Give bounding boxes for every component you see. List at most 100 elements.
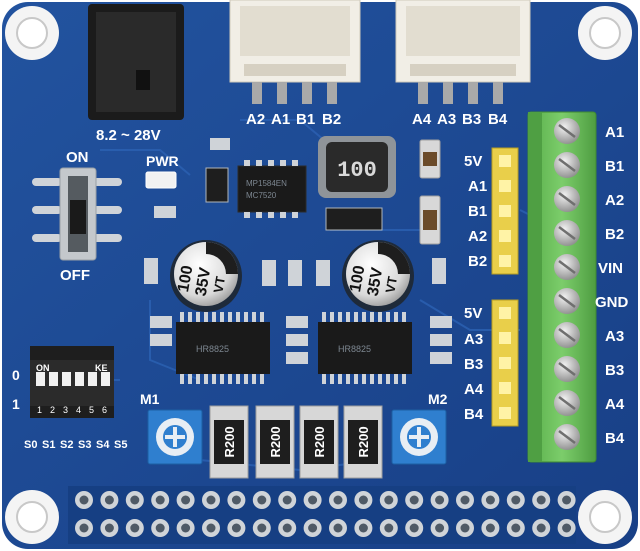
sense-resistor-1: R200 xyxy=(209,405,249,479)
terminal-label-b1: B1 xyxy=(605,158,624,175)
smd-resistor-row xyxy=(144,258,452,364)
gpio-hole xyxy=(333,523,343,533)
pin-label-b2-top: B2 xyxy=(322,111,341,128)
smd-diode xyxy=(205,167,229,203)
mounting-hole-bottom-right xyxy=(578,490,632,544)
gpio-hole xyxy=(231,495,241,505)
terminal-label-a4: A4 xyxy=(605,396,625,413)
cap-left-code: VT xyxy=(210,275,228,294)
gpio-hole xyxy=(130,495,140,505)
dip-switch: ON KE 1 2 3 4 5 6 xyxy=(30,346,114,418)
pin-label-a2-top: A2 xyxy=(246,111,265,128)
dip-switch-levers xyxy=(36,372,110,386)
driver-left-marking: HR8825 xyxy=(196,344,229,354)
gpio-hole xyxy=(130,523,140,533)
cap-right-voltage: 35V xyxy=(365,266,387,297)
header-m2-label-a3: A3 xyxy=(464,331,483,348)
gpio-hole xyxy=(562,495,572,505)
header-m1-labels: 5V A1 B1 A2 B2 xyxy=(464,153,487,270)
pin-header-m2 xyxy=(491,299,519,427)
dip-position-0-label: 0 xyxy=(12,367,20,383)
motor-connector-left-pin-labels: A2 A1 B1 B2 xyxy=(246,111,341,128)
dip-name-s4: S4 xyxy=(96,439,110,451)
inductor-marking: 100 xyxy=(337,158,377,183)
dip-name-s2: S2 xyxy=(60,439,73,451)
electrolytic-capacitor-left: 100 35V VT xyxy=(170,240,242,312)
gpio-hole xyxy=(384,523,394,533)
sense-resistor-4-label: R200 xyxy=(356,426,371,457)
gpio-hole xyxy=(435,523,445,533)
motor-connector-left xyxy=(229,0,361,104)
gpio-hole xyxy=(231,523,241,533)
cap-right-value: 100 xyxy=(347,264,368,293)
dip-name-s1: S1 xyxy=(42,439,55,451)
sense-resistor-4: R200 xyxy=(343,405,383,479)
gpio-hole xyxy=(384,495,394,505)
dip-brand-mark: KE xyxy=(95,363,108,373)
gpio-hole xyxy=(104,523,114,533)
terminal-label-b2: B2 xyxy=(605,226,624,243)
gpio-hole xyxy=(460,495,470,505)
schottky-diode xyxy=(325,207,383,231)
screw-terminal-block xyxy=(527,111,597,463)
dip-switch-names: S0 S1 S2 S3 S4 S5 xyxy=(24,439,127,451)
header-m2-label-a4: A4 xyxy=(464,381,484,398)
smd-resistor xyxy=(154,206,176,218)
gpio-hole xyxy=(536,495,546,505)
trimmer-potentiometer-m1 xyxy=(147,409,203,465)
regulator-ic-marking-2: MC7520 xyxy=(246,191,277,200)
sense-resistor-2: R200 xyxy=(255,405,295,479)
gpio-hole xyxy=(333,495,343,505)
gpio-hole xyxy=(511,523,521,533)
gpio-hole xyxy=(257,495,267,505)
mounting-hole-top-left xyxy=(5,6,59,60)
gpio-hole xyxy=(79,523,89,533)
motor-connector-right xyxy=(395,0,531,104)
gpio-hole xyxy=(358,495,368,505)
dip-on-label: ON xyxy=(36,363,50,373)
dip-number-5: 5 xyxy=(89,405,94,415)
pwr-label: PWR xyxy=(146,153,179,169)
motor-label-m1: M1 xyxy=(140,391,160,407)
motor-driver-ic-right: HR8825 xyxy=(318,312,412,384)
terminal-label-b4: B4 xyxy=(605,430,625,447)
driver-right-marking: HR8825 xyxy=(338,344,371,354)
pin-label-a4-top: A4 xyxy=(412,111,432,128)
header-m1-label-a2: A2 xyxy=(468,228,487,245)
mounting-hole-bottom-left xyxy=(5,490,59,544)
switch-on-label: ON xyxy=(66,149,89,166)
dip-number-1: 1 xyxy=(37,405,42,415)
dip-numbers: 1 2 3 4 5 6 xyxy=(37,405,107,415)
motor-connector-right-pin-labels: A4 A3 B3 B4 xyxy=(412,111,508,128)
cap-left-voltage: 35V xyxy=(193,266,215,297)
pwr-led xyxy=(145,171,177,189)
dip-number-3: 3 xyxy=(63,405,68,415)
mounting-hole-top-right xyxy=(578,6,632,60)
regulator-ic: MP1584EN MC7520 xyxy=(237,160,307,218)
sense-resistor-2-label: R200 xyxy=(268,426,283,457)
gpio-hole xyxy=(460,523,470,533)
terminal-label-vin: VIN xyxy=(598,260,623,277)
sense-resistor-1-label: R200 xyxy=(222,426,237,457)
header-m2-label-5v: 5V xyxy=(464,305,482,322)
terminal-label-a2: A2 xyxy=(605,192,624,209)
pin-label-a3-top: A3 xyxy=(437,111,456,128)
electrolytic-capacitor-right: 100 35V VT xyxy=(342,240,414,312)
header-m1-label-5v: 5V xyxy=(464,153,482,170)
voltage-label: 8.2 ~ 28V xyxy=(96,127,161,144)
switch-off-label: OFF xyxy=(60,267,90,284)
gpio-hole xyxy=(155,495,165,505)
gpio-hole xyxy=(181,523,191,533)
sense-resistor-3-label: R200 xyxy=(312,426,327,457)
motor-label-m2: M2 xyxy=(428,391,448,407)
terminal-label-a1: A1 xyxy=(605,124,624,141)
gpio-hole xyxy=(308,495,318,505)
dip-number-6: 6 xyxy=(102,405,107,415)
pin-header-m1 xyxy=(491,147,519,275)
pin-label-b1-top: B1 xyxy=(296,111,315,128)
gpio-hole xyxy=(485,523,495,533)
header-m2-label-b3: B3 xyxy=(464,356,483,373)
smd-capacitor xyxy=(210,138,230,150)
dip-number-2: 2 xyxy=(50,405,55,415)
